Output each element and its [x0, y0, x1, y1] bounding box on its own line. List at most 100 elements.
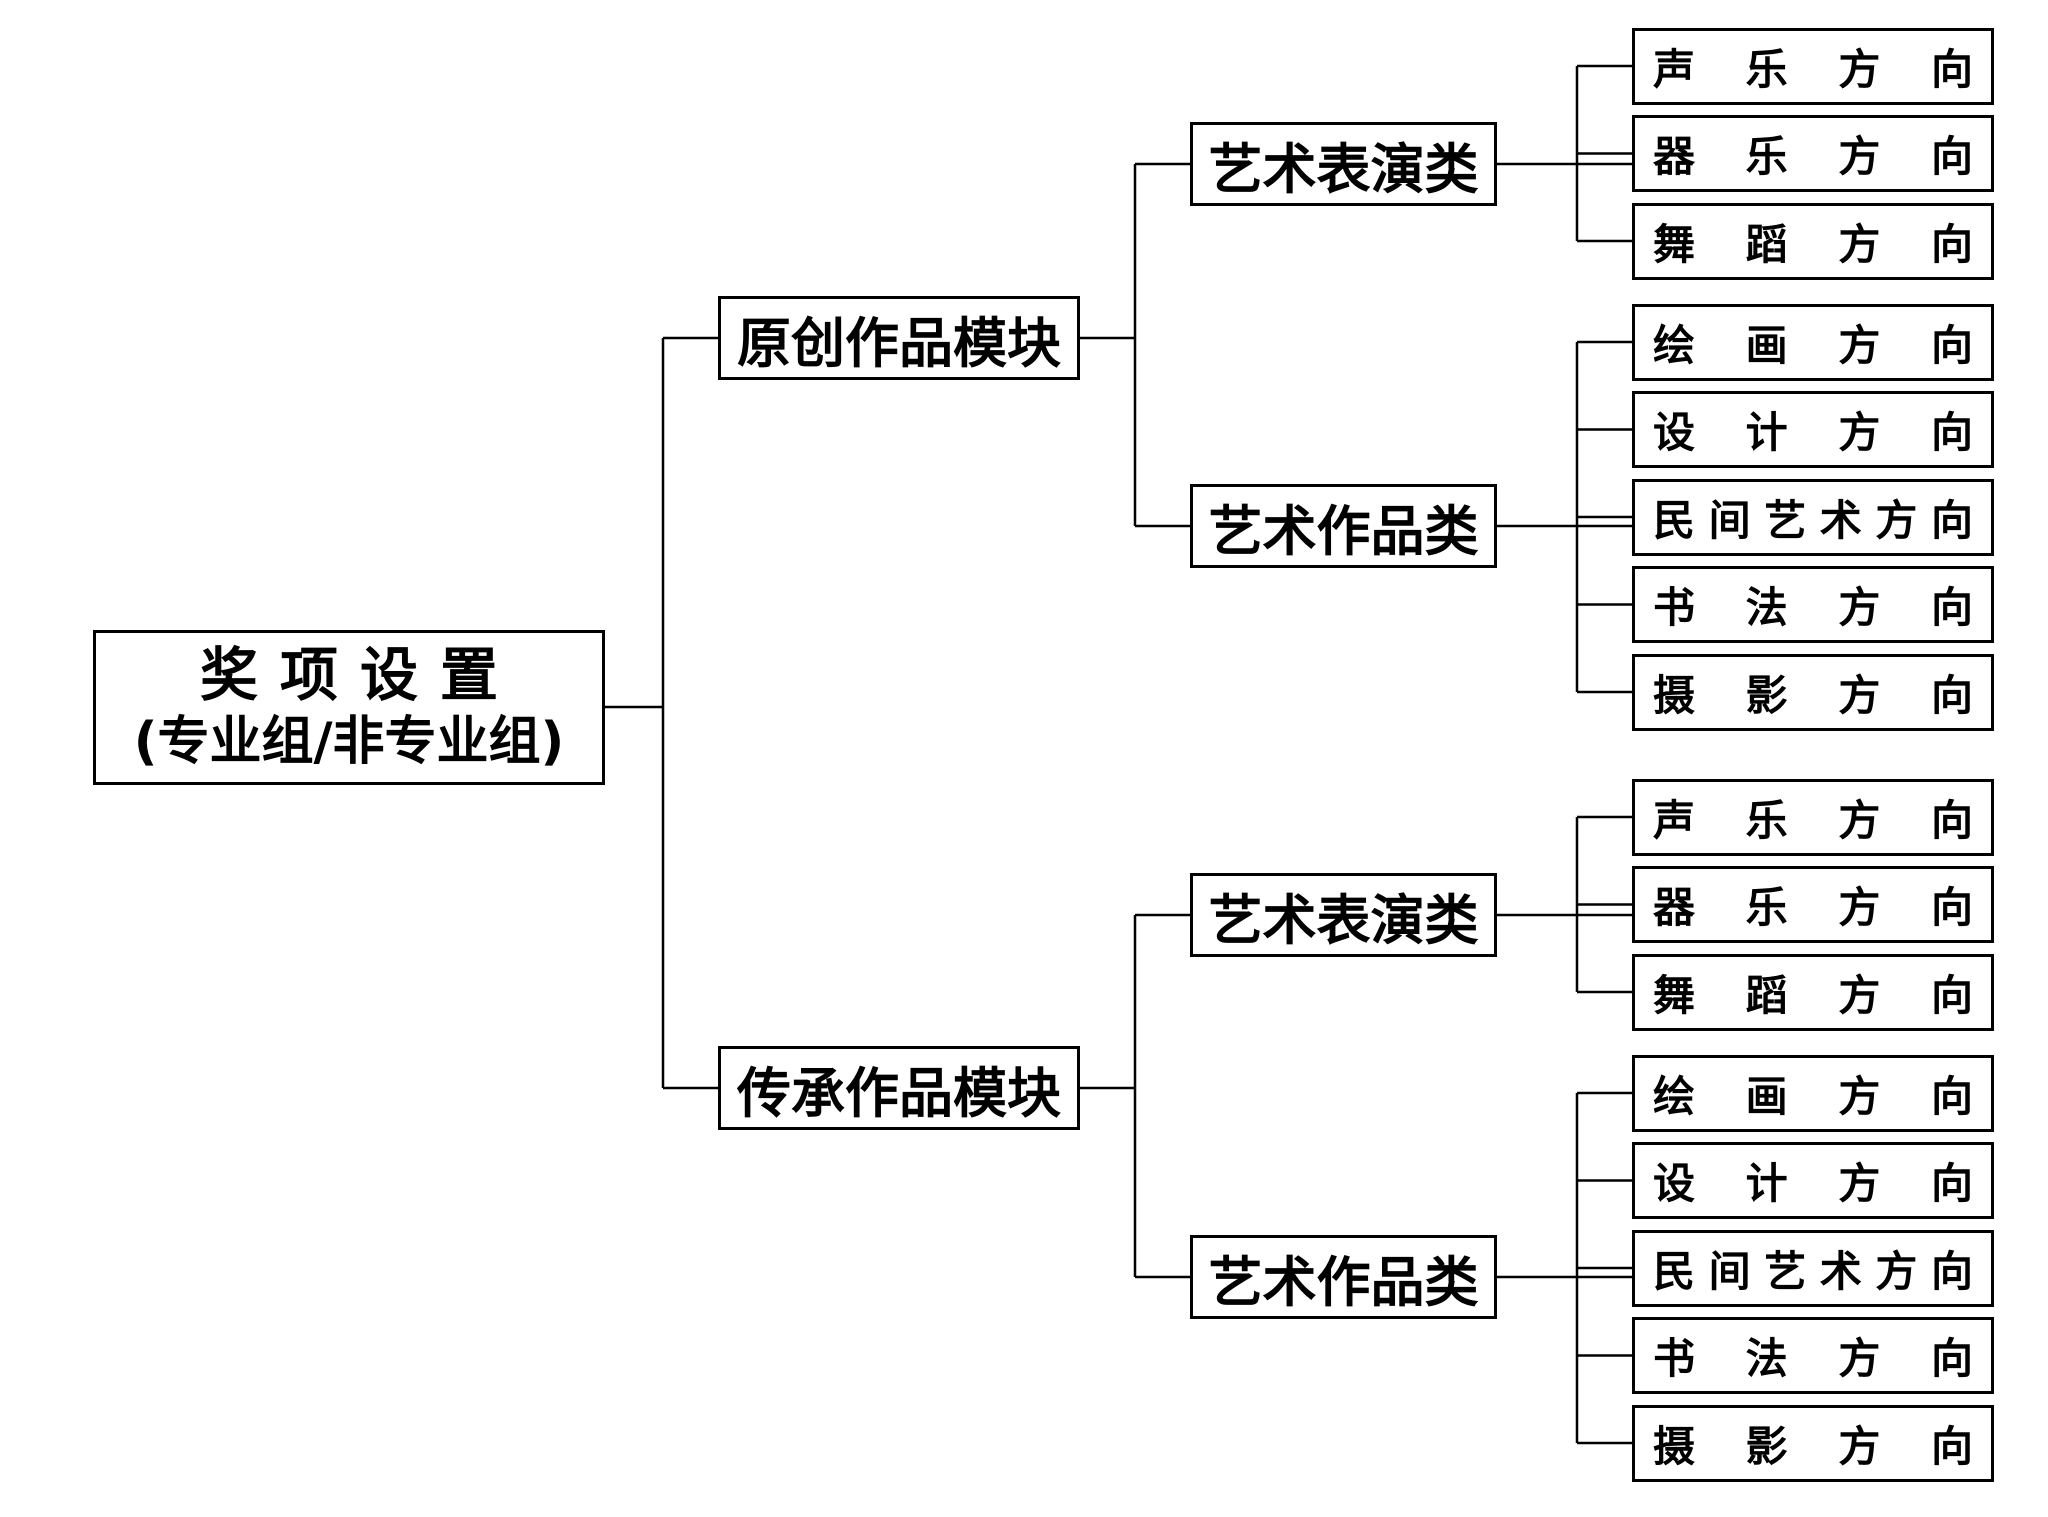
direction-char: 向: [1930, 219, 1973, 269]
direction-char: 法: [1745, 583, 1788, 632]
direction-char: 设: [1653, 408, 1696, 457]
direction-char: 方: [1838, 44, 1881, 94]
direction-char: 向: [1930, 44, 1973, 94]
direction-char: 绘: [1653, 1071, 1696, 1121]
category-node: 艺术表演类: [1190, 122, 1497, 206]
direction-char: 方: [1838, 408, 1881, 457]
direction-char: 向: [1930, 795, 1973, 845]
direction-char: 方: [1838, 1071, 1881, 1121]
direction-char: 法: [1745, 1334, 1788, 1383]
direction-char: 向: [1930, 1421, 1973, 1471]
category-node: 艺术作品类: [1190, 1235, 1497, 1319]
direction-label: 民间艺术方向: [1653, 487, 1973, 548]
direction-label: 舞蹈方向: [1653, 962, 1973, 1023]
direction-char: 蹈: [1745, 970, 1788, 1020]
category-label: 艺术表演类: [1208, 888, 1479, 952]
direction-char: 方: [1838, 883, 1881, 932]
direction-char: 方: [1838, 583, 1881, 632]
direction-node: 声乐方向: [1632, 778, 1994, 856]
direction-label: 声乐方向: [1653, 36, 1973, 97]
direction-label: 器乐 方向: [1653, 874, 1973, 935]
direction-node: 器乐方向: [1632, 115, 1994, 192]
direction-char: 术: [1819, 495, 1862, 545]
category-label: 艺术作品类: [1208, 499, 1479, 563]
direction-char: 画: [1745, 320, 1788, 370]
direction-char: 方: [1838, 1421, 1881, 1471]
direction-node: 舞蹈方向: [1632, 953, 1994, 1031]
category-node: 艺术作品类: [1190, 484, 1497, 568]
direction-label: 书法 方向: [1653, 574, 1973, 635]
direction-char: 向: [1930, 970, 1973, 1020]
direction-char: 向: [1930, 1159, 1973, 1208]
direction-char: 器: [1653, 132, 1696, 181]
direction-node: 设计 方向: [1632, 391, 1994, 468]
direction-char: 乐: [1745, 44, 1788, 94]
direction-char: 向: [1930, 1071, 1973, 1121]
direction-label: 绘画方向: [1653, 1063, 1973, 1124]
direction-label: 设计方向: [1653, 1150, 1973, 1211]
category-label: 艺术表演类: [1208, 137, 1479, 201]
direction-char: 方: [1838, 320, 1881, 370]
direction-char: 乐: [1745, 132, 1788, 181]
root-node: 奖项设置(专业组/非专业组): [93, 629, 605, 785]
module-node: 传承作品模块: [718, 1046, 1080, 1130]
direction-char: 向: [1930, 583, 1973, 632]
direction-label: 摄影方向: [1653, 662, 1973, 723]
direction-char: 向: [1930, 1246, 1973, 1296]
direction-node: 绘画方向: [1632, 303, 1994, 381]
direction-char: 间: [1708, 1246, 1751, 1296]
category-label: 艺术作品类: [1208, 1250, 1479, 1314]
module-node: 原创作品模块: [718, 296, 1080, 380]
direction-label: 绘画方向: [1653, 312, 1973, 373]
category-node: 艺术表演类: [1190, 873, 1497, 957]
direction-char: 艺: [1764, 1246, 1807, 1296]
direction-char: 摄: [1653, 1421, 1696, 1471]
direction-char: 影: [1745, 1421, 1788, 1471]
direction-char: 乐: [1745, 795, 1788, 845]
root-subtitle: (专业组/非专业组): [133, 711, 565, 772]
direction-node: 摄影方向: [1632, 1404, 1994, 1482]
direction-char: 方: [1838, 132, 1881, 181]
direction-char: 向: [1930, 408, 1973, 457]
direction-char: 方: [1838, 670, 1881, 720]
direction-char: 影: [1745, 670, 1788, 720]
direction-char: 蹈: [1745, 219, 1788, 269]
direction-char: 声: [1653, 795, 1696, 845]
direction-char: 舞: [1653, 219, 1696, 269]
direction-char: 器: [1653, 883, 1696, 932]
direction-char: 术: [1819, 1246, 1862, 1296]
direction-node: 民间艺术方向: [1632, 1229, 1994, 1307]
direction-char: 方: [1838, 1159, 1881, 1208]
direction-char: 艺: [1764, 495, 1807, 545]
direction-char: 向: [1930, 320, 1973, 370]
direction-char: 计: [1745, 408, 1788, 457]
direction-label: 书法方向: [1653, 1325, 1973, 1386]
direction-label: 舞蹈方向: [1653, 211, 1973, 272]
direction-char: 方: [1875, 1246, 1918, 1296]
direction-char: 书: [1653, 1334, 1696, 1383]
root-title: 奖项设置: [199, 641, 520, 709]
direction-char: 向: [1930, 1334, 1973, 1383]
direction-char: 声: [1653, 44, 1696, 94]
direction-node: 书法方向: [1632, 1317, 1994, 1394]
module-label: 传承作品模块: [737, 1061, 1061, 1125]
direction-char: 方: [1838, 795, 1881, 845]
direction-char: 方: [1838, 219, 1881, 269]
direction-char: 方: [1838, 970, 1881, 1020]
direction-char: 间: [1708, 495, 1751, 545]
direction-node: 书法 方向: [1632, 566, 1994, 643]
direction-node: 声乐方向: [1632, 27, 1994, 105]
module-label: 原创作品模块: [737, 311, 1061, 375]
direction-char: 舞: [1653, 970, 1696, 1020]
direction-char: 书: [1653, 583, 1696, 632]
direction-node: 舞蹈方向: [1632, 202, 1994, 280]
direction-label: 设计 方向: [1653, 399, 1973, 460]
direction-char: 向: [1930, 883, 1973, 932]
direction-char: 向: [1930, 670, 1973, 720]
direction-char: 画: [1745, 1071, 1788, 1121]
direction-char: 乐: [1745, 883, 1788, 932]
direction-char: 民: [1653, 1246, 1696, 1296]
direction-label: 摄影方向: [1653, 1413, 1973, 1474]
direction-node: 民间艺术方向: [1632, 478, 1994, 556]
